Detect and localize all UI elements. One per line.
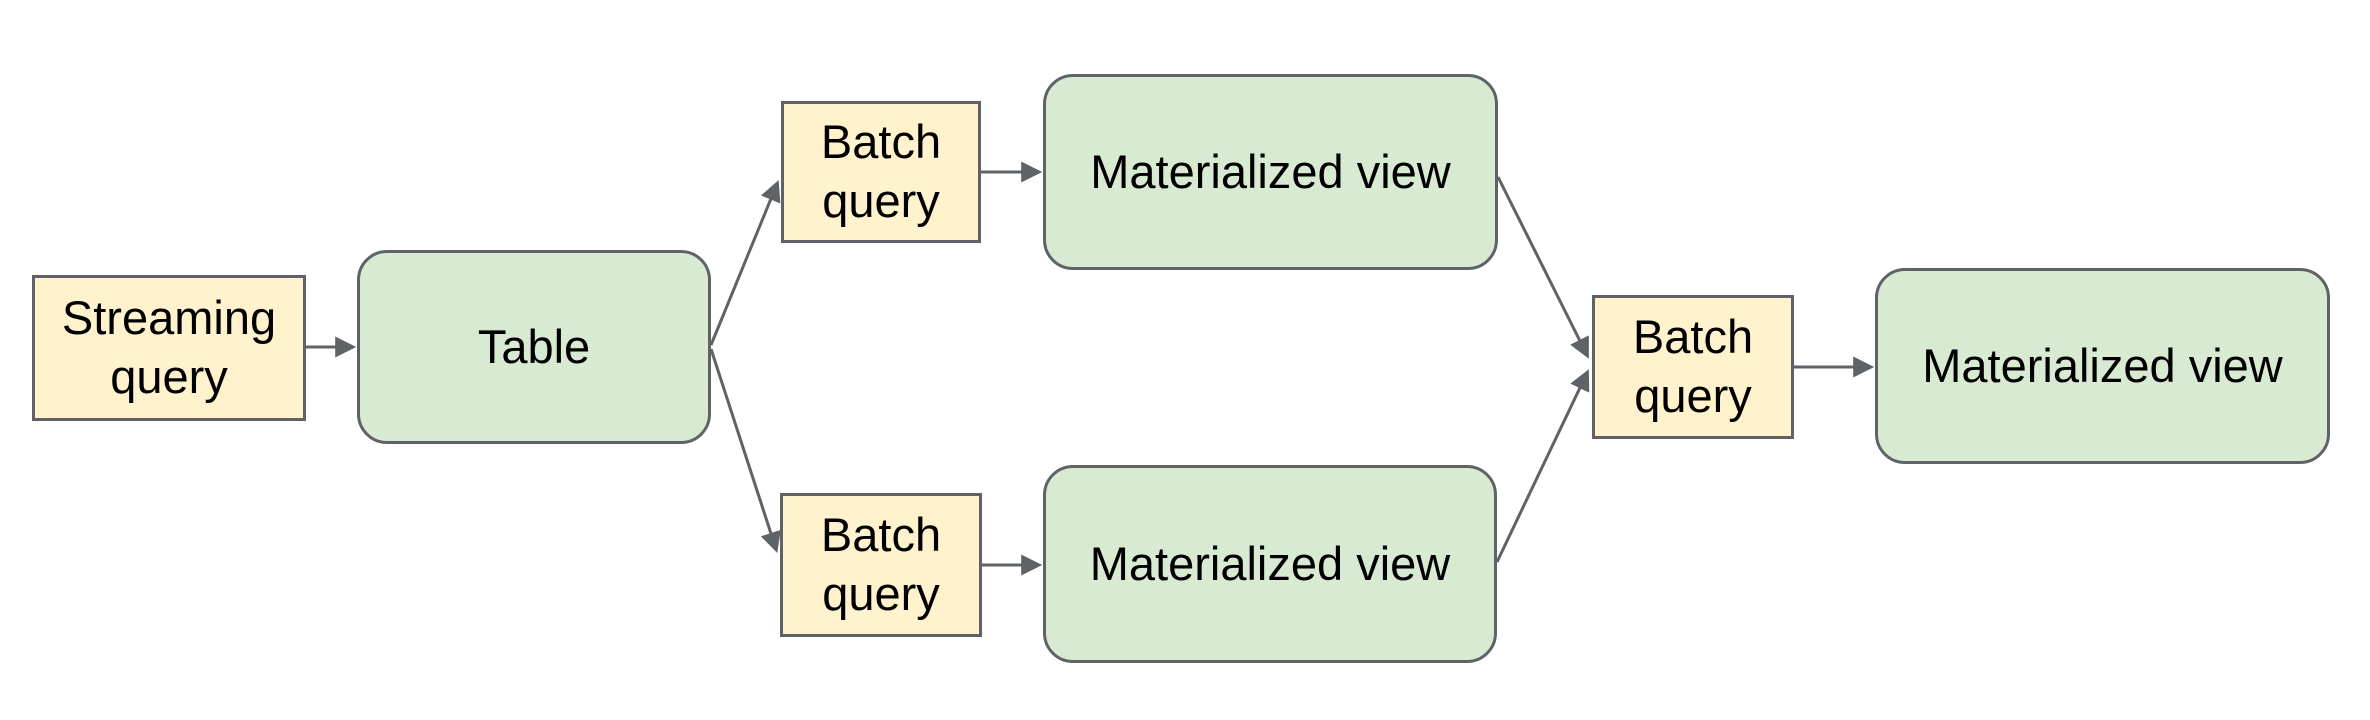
node-batch-query-top-label: Batch query	[820, 115, 942, 227]
node-streaming-query: Streaming query	[32, 275, 306, 421]
node-materialized-view-top: Materialized view	[1043, 74, 1498, 270]
node-batch-query-bottom-label: Batch query	[820, 508, 942, 620]
node-batch-query-top: Batch query	[781, 101, 981, 243]
node-table-label: Table	[477, 319, 591, 373]
node-batch-query-final-label: Batch query	[1632, 310, 1754, 422]
connector-mv-bottom-to-batch-query-final	[1495, 369, 1590, 563]
connector-table-to-batch-query-bottom	[709, 348, 781, 553]
node-batch-query-final: Batch query	[1592, 295, 1794, 439]
node-materialized-view-top-label: Materialized view	[1090, 144, 1451, 198]
connector-mv-top-to-batch-query-final	[1496, 176, 1589, 359]
node-streaming-query-label: Streaming query	[61, 291, 277, 403]
node-materialized-view-bottom: Materialized view	[1043, 465, 1497, 663]
node-materialized-view-final: Materialized view	[1875, 268, 2330, 464]
node-batch-query-bottom: Batch query	[780, 493, 982, 637]
connector-table-to-batch-query-top	[709, 180, 781, 346]
node-materialized-view-bottom-label: Materialized view	[1089, 536, 1451, 590]
node-table: Table	[357, 250, 711, 444]
node-materialized-view-final-label: Materialized view	[1922, 338, 2283, 392]
